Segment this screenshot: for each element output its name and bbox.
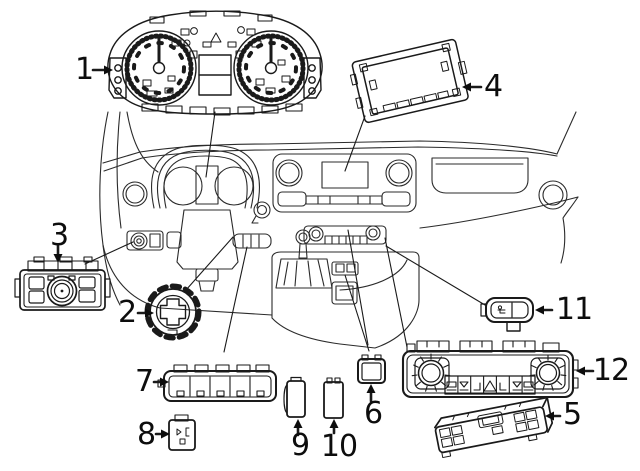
part-5-switch-strip-rear	[434, 396, 554, 459]
callout-arrow-7	[152, 377, 169, 387]
steering-column	[176, 209, 239, 292]
callout-arrow-5	[545, 411, 562, 421]
ignition-barrel	[251, 201, 271, 224]
part-10-blank-switch-cover	[323, 377, 344, 419]
callout-arrow-11	[535, 305, 554, 315]
part-label-3: 3	[49, 218, 69, 253]
callout-arrow-10	[329, 419, 339, 435]
dash-vent-strip	[232, 233, 272, 249]
part-label-6: 6	[363, 396, 383, 431]
part-label-12: 12	[592, 353, 630, 388]
part-11-rocker-switch	[480, 297, 534, 332]
part-7-switch-housing	[157, 364, 277, 402]
part-label-11: 11	[555, 292, 593, 327]
part-label-10: 10	[320, 429, 358, 464]
part-9-blank-switch-cover	[283, 376, 306, 418]
callout-arrow-3	[53, 244, 63, 263]
right-air-vent	[538, 180, 568, 210]
callout-arrow-1	[91, 65, 113, 75]
part-12-upper-switch-panel	[401, 340, 579, 399]
part-label-2: 2	[117, 295, 137, 330]
center-console	[271, 229, 420, 349]
left-air-vent	[122, 181, 148, 207]
instrument-hood	[151, 144, 260, 209]
callout-arrow-2	[136, 308, 154, 318]
part-1-instrument-cluster	[107, 10, 323, 116]
part-8-small-switch	[168, 414, 196, 451]
switch-strip-in-place	[303, 225, 387, 245]
column-switch-cluster	[126, 230, 182, 251]
callout-arrow-9	[293, 419, 303, 437]
part-label-7: 7	[134, 364, 154, 399]
part-label-1: 1	[74, 52, 94, 87]
part-2-ignition-switch	[144, 283, 202, 341]
callout-arrow-8	[154, 429, 170, 439]
leader-lines	[84, 111, 486, 353]
callout-arrow-6	[366, 384, 376, 403]
part-label-5: 5	[562, 397, 582, 432]
center-stack	[272, 153, 417, 213]
part-label-4: 4	[483, 69, 503, 104]
callout-arrows	[53, 65, 595, 439]
dashboard-illustration	[99, 111, 579, 349]
part-label-9: 9	[290, 428, 310, 463]
glovebox-tray	[431, 157, 529, 194]
part-4-display-unit	[349, 38, 469, 124]
callout-arrow-4	[462, 82, 483, 92]
part-3-headlamp-switch	[14, 256, 111, 311]
part-label-8: 8	[136, 417, 156, 452]
part-6-single-switch	[357, 354, 386, 384]
callout-arrow-12	[576, 366, 595, 376]
